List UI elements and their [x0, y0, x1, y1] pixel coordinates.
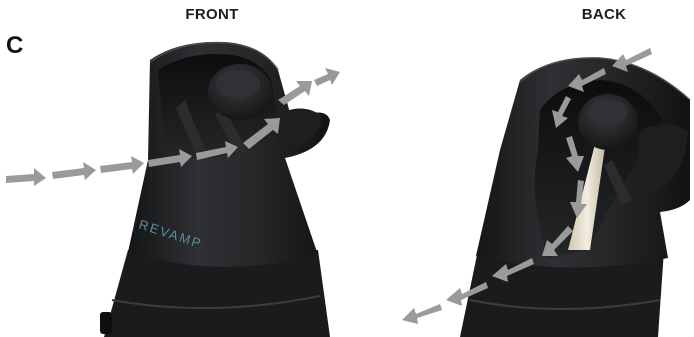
- arrow-icon: [100, 156, 144, 174]
- back-handle-ring: [469, 299, 661, 310]
- front-panel-title: FRONT: [185, 6, 239, 23]
- back-device: [460, 57, 691, 337]
- back-rim: [519, 57, 691, 101]
- front-rim: [149, 41, 279, 71]
- arrow-icon: [314, 68, 340, 86]
- front-fin: [215, 110, 248, 154]
- arrow-icon: [568, 68, 606, 92]
- arrow-icon: [52, 162, 96, 180]
- arrow-icon: [446, 282, 488, 306]
- arrow-icon: [570, 180, 587, 218]
- step-label: C: [6, 32, 24, 59]
- back-knob-top: [588, 99, 628, 125]
- arrow-icon: [196, 141, 238, 160]
- front-switch: [100, 312, 112, 334]
- arrow-icon: [566, 136, 584, 172]
- arrow-icon: [542, 226, 573, 256]
- arrow-icon: [278, 81, 312, 105]
- arrow-icon: [612, 48, 652, 72]
- front-device: REVAMP: [100, 41, 330, 337]
- arrow-icon: [492, 258, 534, 282]
- front-fin: [176, 100, 205, 152]
- arrow-icon: [243, 118, 280, 149]
- front-handle: [104, 250, 330, 337]
- front-slot-lip: [272, 108, 322, 150]
- arrow-icon: [552, 96, 571, 128]
- arrow-icon: [6, 168, 46, 186]
- arrow-icon: [148, 149, 192, 167]
- back-slot-lip: [636, 124, 688, 196]
- front-arrows: [6, 68, 340, 186]
- front-knob-top: [216, 70, 260, 98]
- back-fin: [604, 160, 632, 205]
- back-barrel: [568, 140, 606, 250]
- back-arrows: [402, 48, 652, 324]
- arrow-icon: [402, 304, 442, 324]
- back-panel-title: BACK: [581, 6, 627, 23]
- front-handle-ring: [111, 295, 321, 310]
